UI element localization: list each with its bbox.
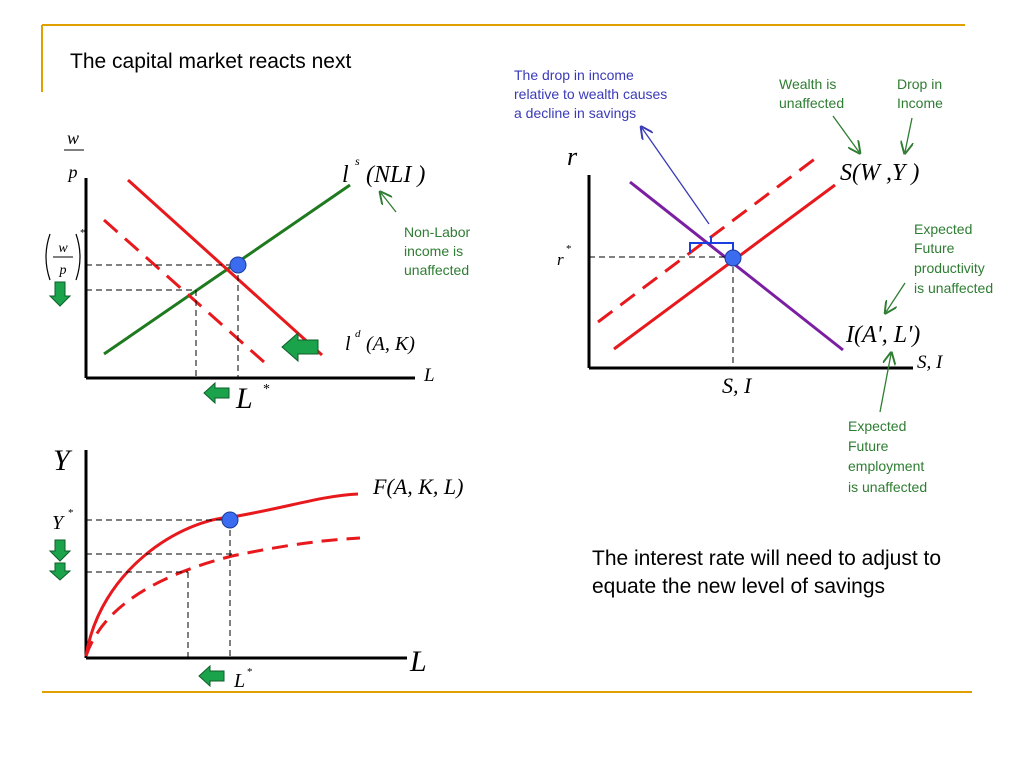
labor-x-axis-label: L xyxy=(423,365,435,386)
note-nonlabor-line: Non-Labor xyxy=(404,224,470,240)
eq-wage-num: w xyxy=(58,241,68,256)
labor-supply-label-args: (NLI ) xyxy=(366,162,425,188)
production-employment-sup: * xyxy=(247,666,253,678)
production-shifted-curve xyxy=(84,536,361,657)
slide-accent-lines xyxy=(41,24,972,693)
labor-demand-label-name: l xyxy=(345,333,351,355)
note-productivity-line: Future xyxy=(914,240,955,256)
right-paren xyxy=(75,233,81,281)
investment-curve-label: I(A', L') xyxy=(845,322,920,348)
note-employment: Expected Future employment is unaffected xyxy=(848,418,928,495)
labor-equilibrium-point xyxy=(229,256,247,274)
capital-equilibrium-point xyxy=(724,249,742,267)
note-savings-line: a decline in savings xyxy=(514,105,636,121)
capital-market-graph: r S, I r * S, I S(W ,Y ) I(A', L') The d… xyxy=(514,67,993,495)
labor-demand-label-args: (A, K) xyxy=(366,333,415,355)
capital-rate-sup: * xyxy=(566,243,572,255)
eq-wage-den: p xyxy=(59,263,67,278)
savings-shift-bracket xyxy=(689,236,734,253)
saving-prior-curve xyxy=(597,156,817,324)
note-employment-arrow xyxy=(879,354,891,413)
note-nonlabor: Non-Labor income is unaffected xyxy=(404,224,474,278)
production-y-axis-label: Y xyxy=(53,444,73,477)
labor-equilibrium-label: L xyxy=(235,382,253,415)
employment-left-arrow xyxy=(203,381,230,405)
note-income-arrow xyxy=(905,117,912,152)
note-income: Drop in Income xyxy=(897,76,946,111)
labor-market-graph: w p L w p * L * xyxy=(45,128,474,415)
note-nonlabor-line: income is xyxy=(404,243,463,259)
production-function-label: F(A, K, L) xyxy=(372,474,463,499)
labor-y-axis-num: w xyxy=(67,128,79,148)
production-output-sup: * xyxy=(68,507,74,519)
labor-demand-curve xyxy=(126,178,324,357)
wage-down-arrow xyxy=(48,281,72,307)
production-output-label: Y xyxy=(52,512,65,534)
output-down-arrow-1 xyxy=(48,539,72,562)
note-productivity-line: is unaffected xyxy=(914,280,993,296)
labor-supply-label-name: l xyxy=(342,162,349,188)
note-nonlabor-arrow xyxy=(381,193,397,213)
note-wealth-line: unaffected xyxy=(779,95,844,111)
labor-demand-shifted-curve xyxy=(103,218,265,364)
slide-title: The capital market reacts next xyxy=(70,50,352,73)
saving-curve xyxy=(613,183,836,351)
note-employment-line: Expected xyxy=(848,418,906,434)
note-productivity-arrow xyxy=(886,282,906,312)
note-savings-arrow xyxy=(642,128,710,225)
note-wealth-arrow xyxy=(832,115,859,152)
production-x-axis-label: L xyxy=(409,645,427,678)
note-income-line: Income xyxy=(897,95,943,111)
note-productivity-line: productivity xyxy=(914,260,985,276)
note-income-line: Drop in xyxy=(897,76,942,92)
labor-supply-label-sup: s xyxy=(355,154,360,168)
slide-caption: The interest rate will need to adjust to… xyxy=(592,547,942,598)
production-function-graph: Y L Y * L * F(A, K, L) xyxy=(48,444,463,692)
production-employment-label: L xyxy=(233,670,245,692)
capital-y-axis-label: r xyxy=(567,142,578,171)
demand-shift-arrow xyxy=(281,331,319,363)
note-wealth: Wealth is unaffected xyxy=(779,76,844,111)
output-down-arrow-2 xyxy=(48,562,72,581)
note-employment-line: is unaffected xyxy=(848,479,927,495)
labor-equilibrium-wage-label: w p * xyxy=(45,227,86,281)
eq-wage-sup: * xyxy=(80,227,86,239)
saving-curve-label: S(W ,Y ) xyxy=(840,160,919,186)
note-nonlabor-line: unaffected xyxy=(404,262,469,278)
capital-quantity-label: S, I xyxy=(722,373,753,398)
labor-y-axis-den: p xyxy=(67,162,78,182)
production-equilibrium-point xyxy=(221,511,239,529)
note-employment-line: Future xyxy=(848,438,889,454)
production-left-arrow xyxy=(198,664,225,688)
note-employment-line: employment xyxy=(848,458,924,474)
capital-rate-label: r xyxy=(557,250,564,269)
note-productivity: Expected Future productivity is unaffect… xyxy=(914,221,993,296)
investment-curve xyxy=(629,180,844,352)
note-savings: The drop in income relative to wealth ca… xyxy=(514,67,671,121)
note-wealth-line: Wealth is xyxy=(779,76,836,92)
labor-demand-label-sup: d xyxy=(355,328,361,340)
note-productivity-line: Expected xyxy=(914,221,972,237)
capital-x-axis-label: S, I xyxy=(917,352,944,373)
left-paren xyxy=(45,233,51,281)
labor-equilibrium-sup: * xyxy=(263,382,270,397)
note-savings-line: The drop in income xyxy=(514,67,634,83)
note-savings-line: relative to wealth causes xyxy=(514,86,667,102)
